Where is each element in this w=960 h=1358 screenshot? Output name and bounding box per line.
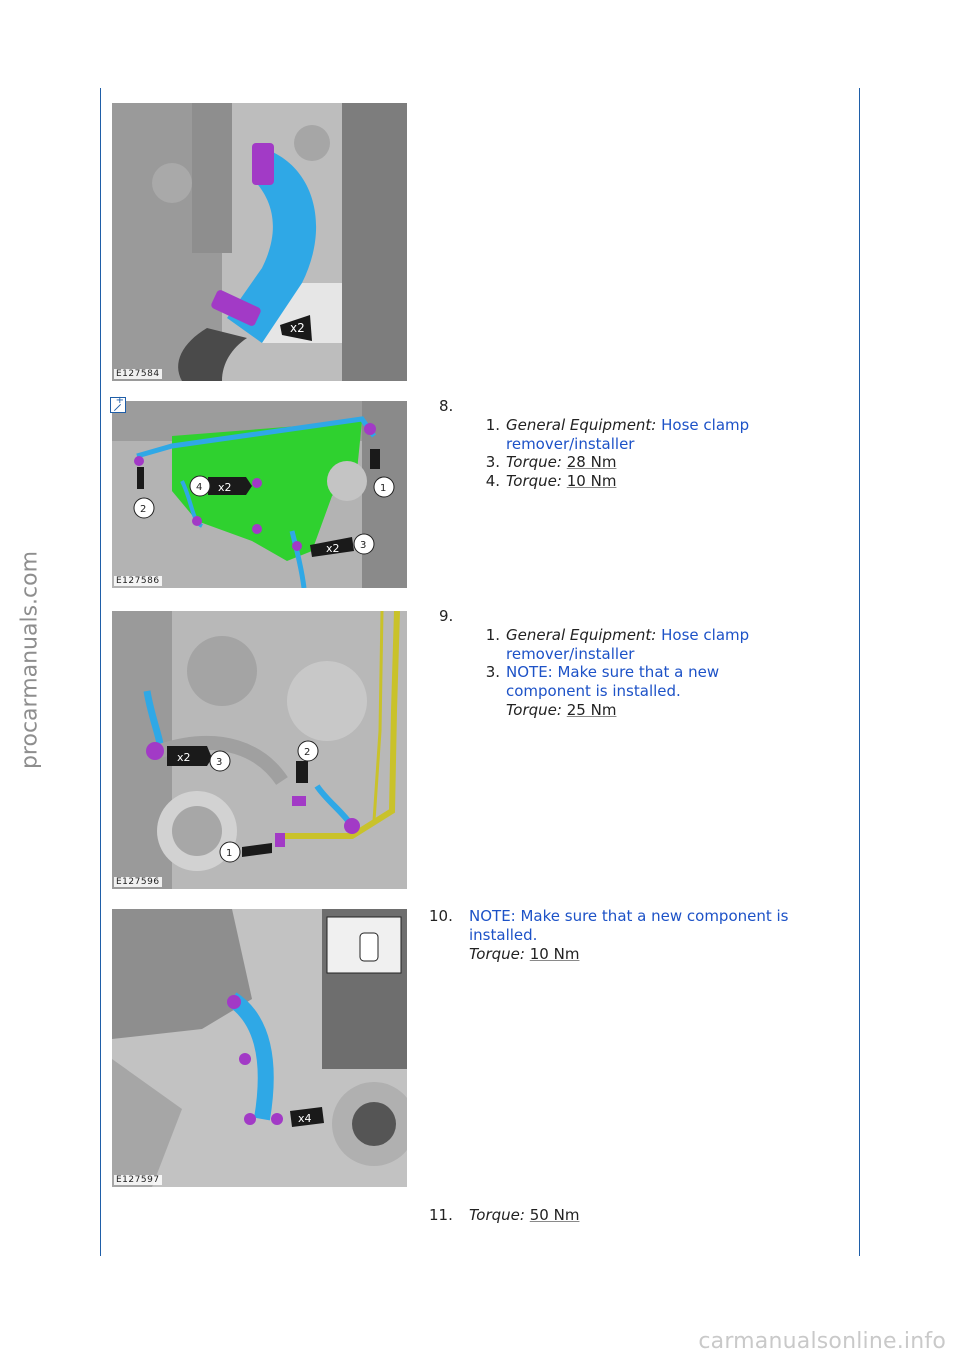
left-margin-rule xyxy=(100,88,101,1256)
step-9-substep-3: 3. NOTE: Make sure that a new component … xyxy=(476,663,806,723)
torque-label: Torque: xyxy=(506,472,562,490)
figure-3-callout-x2: x2 xyxy=(177,751,191,764)
torque-label: Torque: xyxy=(469,945,525,963)
step-8-number: 8. xyxy=(439,397,454,415)
figure-2-callout-x2-a: x2 xyxy=(218,481,232,494)
torque-label: Torque: xyxy=(506,453,562,471)
figure-3: x2 1 2 3 E127596 xyxy=(112,611,407,889)
figure-3-callout-1: 1 xyxy=(226,848,232,859)
figure-1-code: E127584 xyxy=(114,369,162,379)
bottom-watermark: carmanualsonline.info xyxy=(698,1329,946,1354)
figure-4-code: E127597 xyxy=(114,1175,162,1185)
figure-2-illustration: x2 x2 1 2 3 4 xyxy=(112,401,407,588)
step-10-number: 10. xyxy=(429,907,453,925)
step-9-number: 9. xyxy=(439,607,454,625)
equipment-label: General Equipment: xyxy=(506,626,657,644)
torque-value: 25 Nm xyxy=(566,701,617,719)
equipment-link[interactable]: Hose clamp remover/installer xyxy=(506,416,750,453)
figure-3-code: E127596 xyxy=(114,877,162,887)
figure-3-callout-3: 3 xyxy=(216,757,222,768)
substep-number: 3. xyxy=(485,453,500,471)
torque-value: 50 Nm xyxy=(529,1206,580,1224)
note-text: NOTE: Make sure that a new component is … xyxy=(506,663,720,700)
step-8-substep-1: 1. General Equipment: Hose clamp remover… xyxy=(476,416,806,456)
torque-value: 28 Nm xyxy=(566,453,617,471)
substep-number: 1. xyxy=(485,416,500,434)
figure-1: x2 E127584 xyxy=(112,103,407,381)
step-8-substep-3: 3. Torque: 28 Nm xyxy=(476,453,806,473)
figure-4-illustration: x4 xyxy=(112,909,407,1187)
side-watermark-text: procarmanuals.com xyxy=(17,550,43,770)
substep-number: 4. xyxy=(485,472,500,490)
figure-2-callout-2: 2 xyxy=(140,504,146,515)
figure-1-illustration: x2 xyxy=(112,103,407,381)
figure-2-callout-4: 4 xyxy=(196,482,202,493)
figure-4-callout-x4: x4 xyxy=(298,1112,312,1125)
step-11-body: Torque: 50 Nm xyxy=(469,1206,829,1225)
note-text: NOTE: Make sure that a new component is … xyxy=(469,907,789,944)
right-margin-rule xyxy=(859,88,860,1256)
torque-label: Torque: xyxy=(506,701,562,719)
torque-value: 10 Nm xyxy=(529,945,580,963)
step-8-substep-4: 4. Torque: 10 Nm xyxy=(476,472,806,492)
figure-4: x4 E127597 xyxy=(112,909,407,1187)
figure-2-code: E127586 xyxy=(114,576,162,586)
substep-number: 1. xyxy=(485,626,500,644)
substep-number: 3. xyxy=(485,663,500,681)
figure-3-illustration: x2 1 2 3 xyxy=(112,611,407,889)
torque-value: 10 Nm xyxy=(566,472,617,490)
step-9-substep-1: 1. General Equipment: Hose clamp remover… xyxy=(476,626,806,666)
figure-1-callout-x2: x2 xyxy=(290,321,305,335)
side-watermark: procarmanuals.com xyxy=(10,530,50,790)
equipment-label: General Equipment: xyxy=(506,416,657,434)
figure-2: x2 x2 1 2 3 4 E127586 xyxy=(112,401,407,588)
figure-2-callout-3: 3 xyxy=(360,540,366,551)
figure-3-callout-2: 2 xyxy=(304,747,310,758)
step-11-number: 11. xyxy=(429,1206,453,1224)
step-10-body: NOTE: Make sure that a new component is … xyxy=(469,907,829,964)
torque-label: Torque: xyxy=(469,1206,525,1224)
figure-2-callout-1: 1 xyxy=(380,483,386,494)
zoom-icon[interactable] xyxy=(110,395,126,413)
figure-2-callout-x2-b: x2 xyxy=(326,542,340,555)
equipment-link[interactable]: Hose clamp remover/installer xyxy=(506,626,750,663)
